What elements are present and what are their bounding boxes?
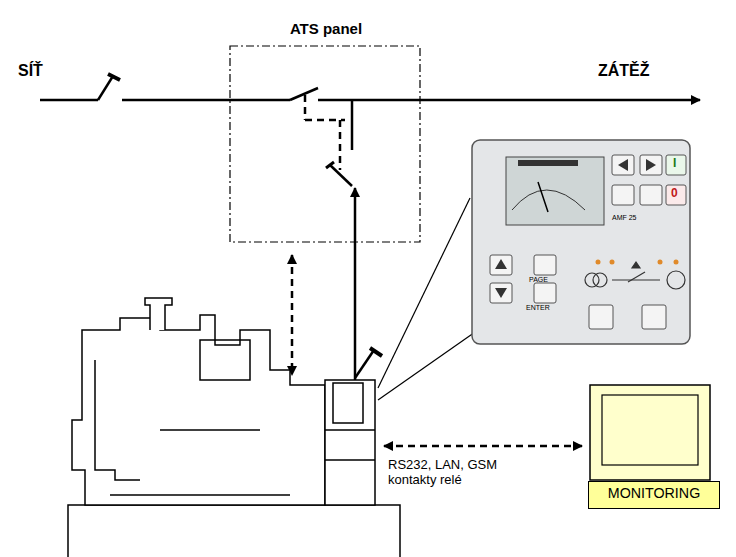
supply-label: SÍŤ xyxy=(18,62,43,80)
computer-monitor xyxy=(590,385,710,480)
ats-outline xyxy=(230,46,420,242)
button-label: PAGE xyxy=(529,276,548,284)
ats-panel: ATS panel xyxy=(228,18,424,244)
button-label: ENTER xyxy=(526,304,550,312)
button-label: 0 xyxy=(671,187,678,201)
load-label: ZÁTĚŽ xyxy=(598,62,650,80)
leader-line xyxy=(378,198,478,400)
monitoring-box: MONITORING xyxy=(588,481,720,509)
engine-drawing xyxy=(68,298,400,557)
comm-label: RS232, LAN, GSM kontakty relé xyxy=(388,458,538,488)
panel-title: ATS panel xyxy=(290,20,362,37)
controller-panel xyxy=(472,140,690,344)
button-label: I xyxy=(673,157,676,171)
box-label: MONITORING xyxy=(589,482,719,501)
model-label: AMF 25 xyxy=(612,214,637,222)
